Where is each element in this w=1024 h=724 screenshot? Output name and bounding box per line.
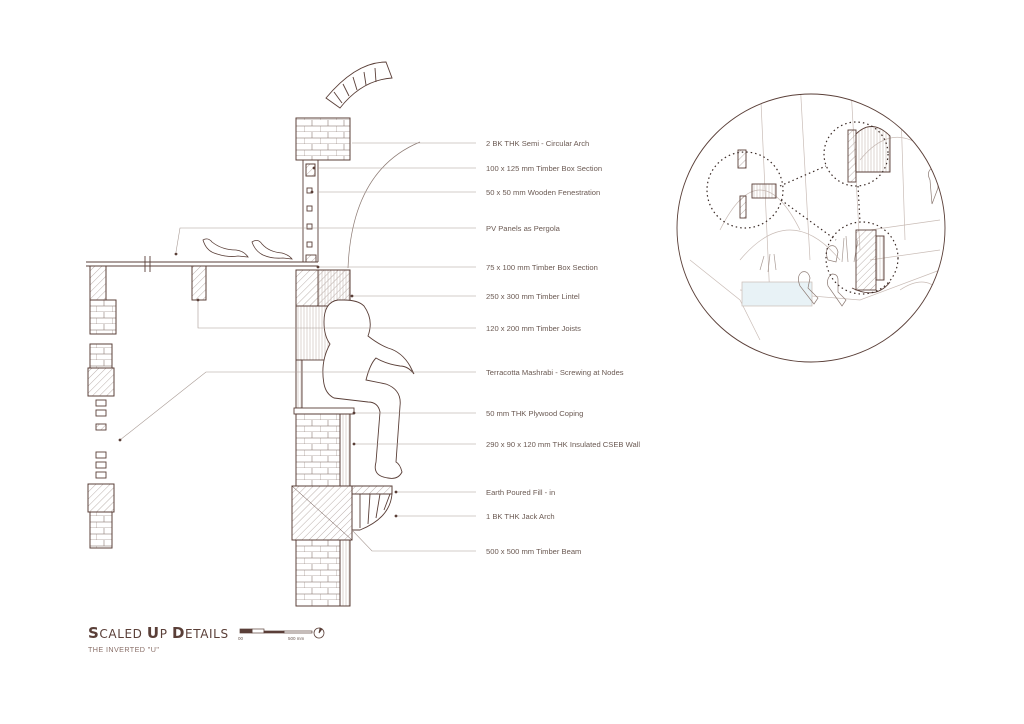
label-earth-fill: Earth Poured Fill - in bbox=[486, 488, 556, 497]
leader-dots bbox=[118, 166, 398, 518]
fenestration-column bbox=[302, 160, 319, 263]
title-cap-u: U bbox=[146, 624, 160, 642]
label-timber-lintel: 250 x 300 mm Timber Lintel bbox=[486, 292, 580, 301]
brick-head-block bbox=[295, 117, 351, 161]
title-cap-s: S bbox=[88, 624, 100, 642]
label-jack-arch: 1 BK THK Jack Arch bbox=[486, 512, 555, 521]
cseb-wall bbox=[295, 413, 351, 487]
title-part-1: CALED bbox=[99, 627, 147, 641]
sheet-title: SCALED UP DETAILS bbox=[88, 624, 229, 642]
leader-lines bbox=[119, 142, 476, 552]
north-arrow-icon bbox=[313, 627, 325, 639]
section-drawing bbox=[86, 61, 421, 607]
left-elevation-strips bbox=[87, 343, 115, 549]
vignette-circle bbox=[676, 93, 946, 363]
timber-beam bbox=[291, 485, 353, 541]
label-timber-box-section-75: 75 x 100 mm Timber Box Section bbox=[486, 263, 598, 272]
callout-circles bbox=[706, 121, 899, 295]
scale-bar bbox=[239, 628, 313, 634]
semi-circular-arch bbox=[325, 61, 393, 109]
lower-wall bbox=[295, 539, 351, 607]
human-figure-icon bbox=[322, 299, 415, 479]
axonometric-vignette bbox=[676, 93, 946, 363]
label-timber-box-section-100: 100 x 125 mm Timber Box Section bbox=[486, 164, 603, 173]
label-pv-panels: PV Panels as Pergola bbox=[486, 224, 560, 233]
label-semi-circular-arch: 2 BK THK Semi - Circular Arch bbox=[486, 139, 590, 148]
label-terracotta-mashrabi: Terracotta Mashrabi - Screwing at Nodes bbox=[486, 368, 624, 377]
door-swing-arc bbox=[347, 141, 421, 269]
label-timber-beam: 500 x 500 mm Timber Beam bbox=[486, 547, 582, 556]
title-part-3: ETAILS bbox=[185, 627, 229, 641]
label-cseb-wall: 290 x 90 x 120 mm THK Insulated CSEB Wal… bbox=[486, 440, 641, 449]
scale-start-label: 00 bbox=[238, 636, 244, 641]
title-cap-d: D bbox=[171, 624, 186, 642]
sheet-subtitle: THE INVERTED "U" bbox=[88, 645, 160, 654]
title-part-2: P bbox=[159, 627, 172, 641]
label-plywood-coping: 50 mm THK Plywood Coping bbox=[486, 409, 584, 418]
jack-arch bbox=[351, 485, 393, 531]
label-wooden-fenestration: 50 x 50 mm Wooden Fenestration bbox=[486, 188, 601, 197]
plywood-coping bbox=[293, 407, 355, 415]
label-timber-joists: 120 x 200 mm Timber Joists bbox=[486, 324, 581, 333]
pergola-posts bbox=[89, 265, 207, 335]
bird-icon bbox=[202, 238, 293, 260]
scale-end-label: 500 mm bbox=[288, 636, 305, 641]
